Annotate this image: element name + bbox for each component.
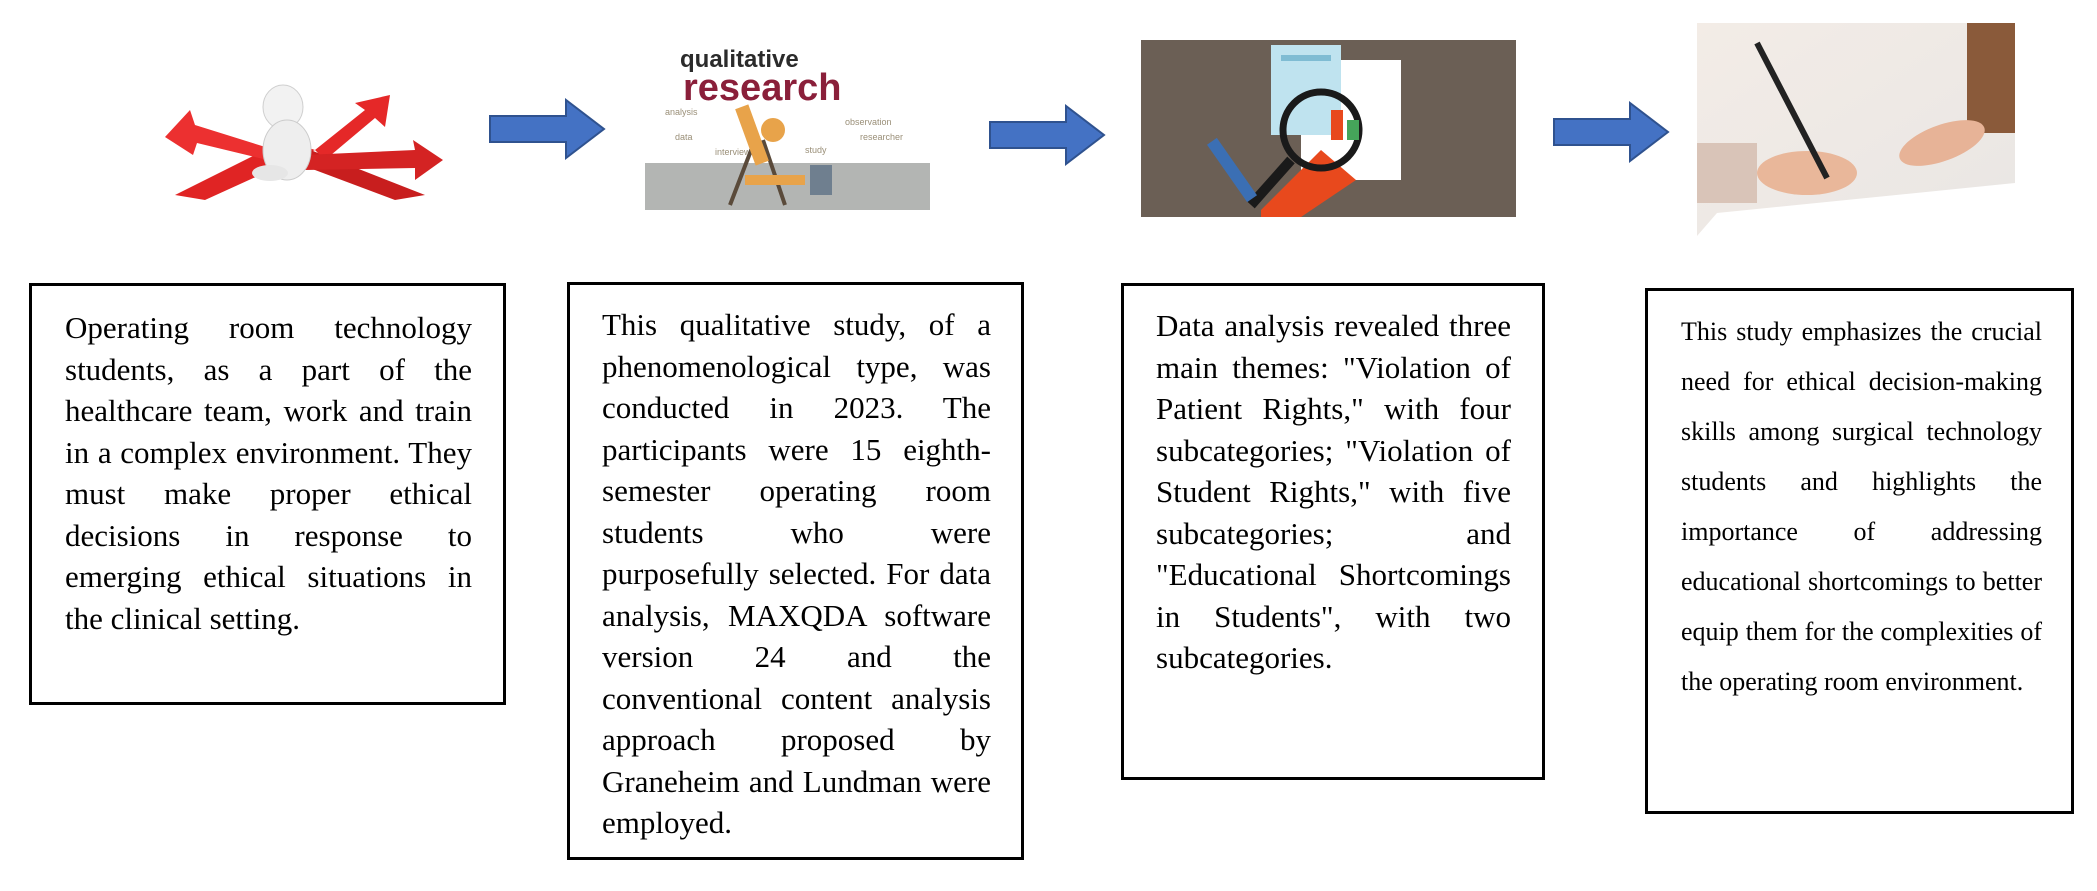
svg-text:study: study [805, 145, 827, 155]
flow-arrow-3 [1553, 101, 1670, 163]
step-3-box: Data analysis revealed three main themes… [1121, 283, 1545, 780]
step-1-text: Operating room technology students, as a… [65, 310, 472, 636]
step-2-text: This qualitative study, of a phenomenolo… [602, 307, 991, 840]
data-analysis-image [1141, 40, 1516, 217]
svg-text:analysis: analysis [665, 107, 698, 117]
wordcloud-main-word: research [683, 67, 841, 109]
decision-crossroads-image [165, 55, 445, 205]
step-2-box: This qualitative study, of a phenomenolo… [567, 282, 1024, 860]
svg-text:observation: observation [845, 117, 892, 127]
svg-text:data: data [675, 132, 693, 142]
svg-text:researcher: researcher [860, 132, 903, 142]
qualitative-research-image: analysis observation data researcher inter… [645, 45, 930, 210]
step-4-box: This study emphasizes the crucial need f… [1645, 288, 2074, 814]
svg-text:interview: interview [715, 147, 751, 157]
flow-arrow-2 [989, 104, 1106, 166]
wordcloud-top-word: qualitative [680, 46, 799, 73]
flow-arrow-1 [489, 98, 606, 160]
step-3-text: Data analysis revealed three main themes… [1156, 308, 1511, 675]
step-1-box: Operating room technology students, as a… [29, 283, 506, 705]
step-4-text: This study emphasizes the crucial need f… [1681, 317, 2042, 696]
hand-writing-image [1697, 23, 2015, 236]
